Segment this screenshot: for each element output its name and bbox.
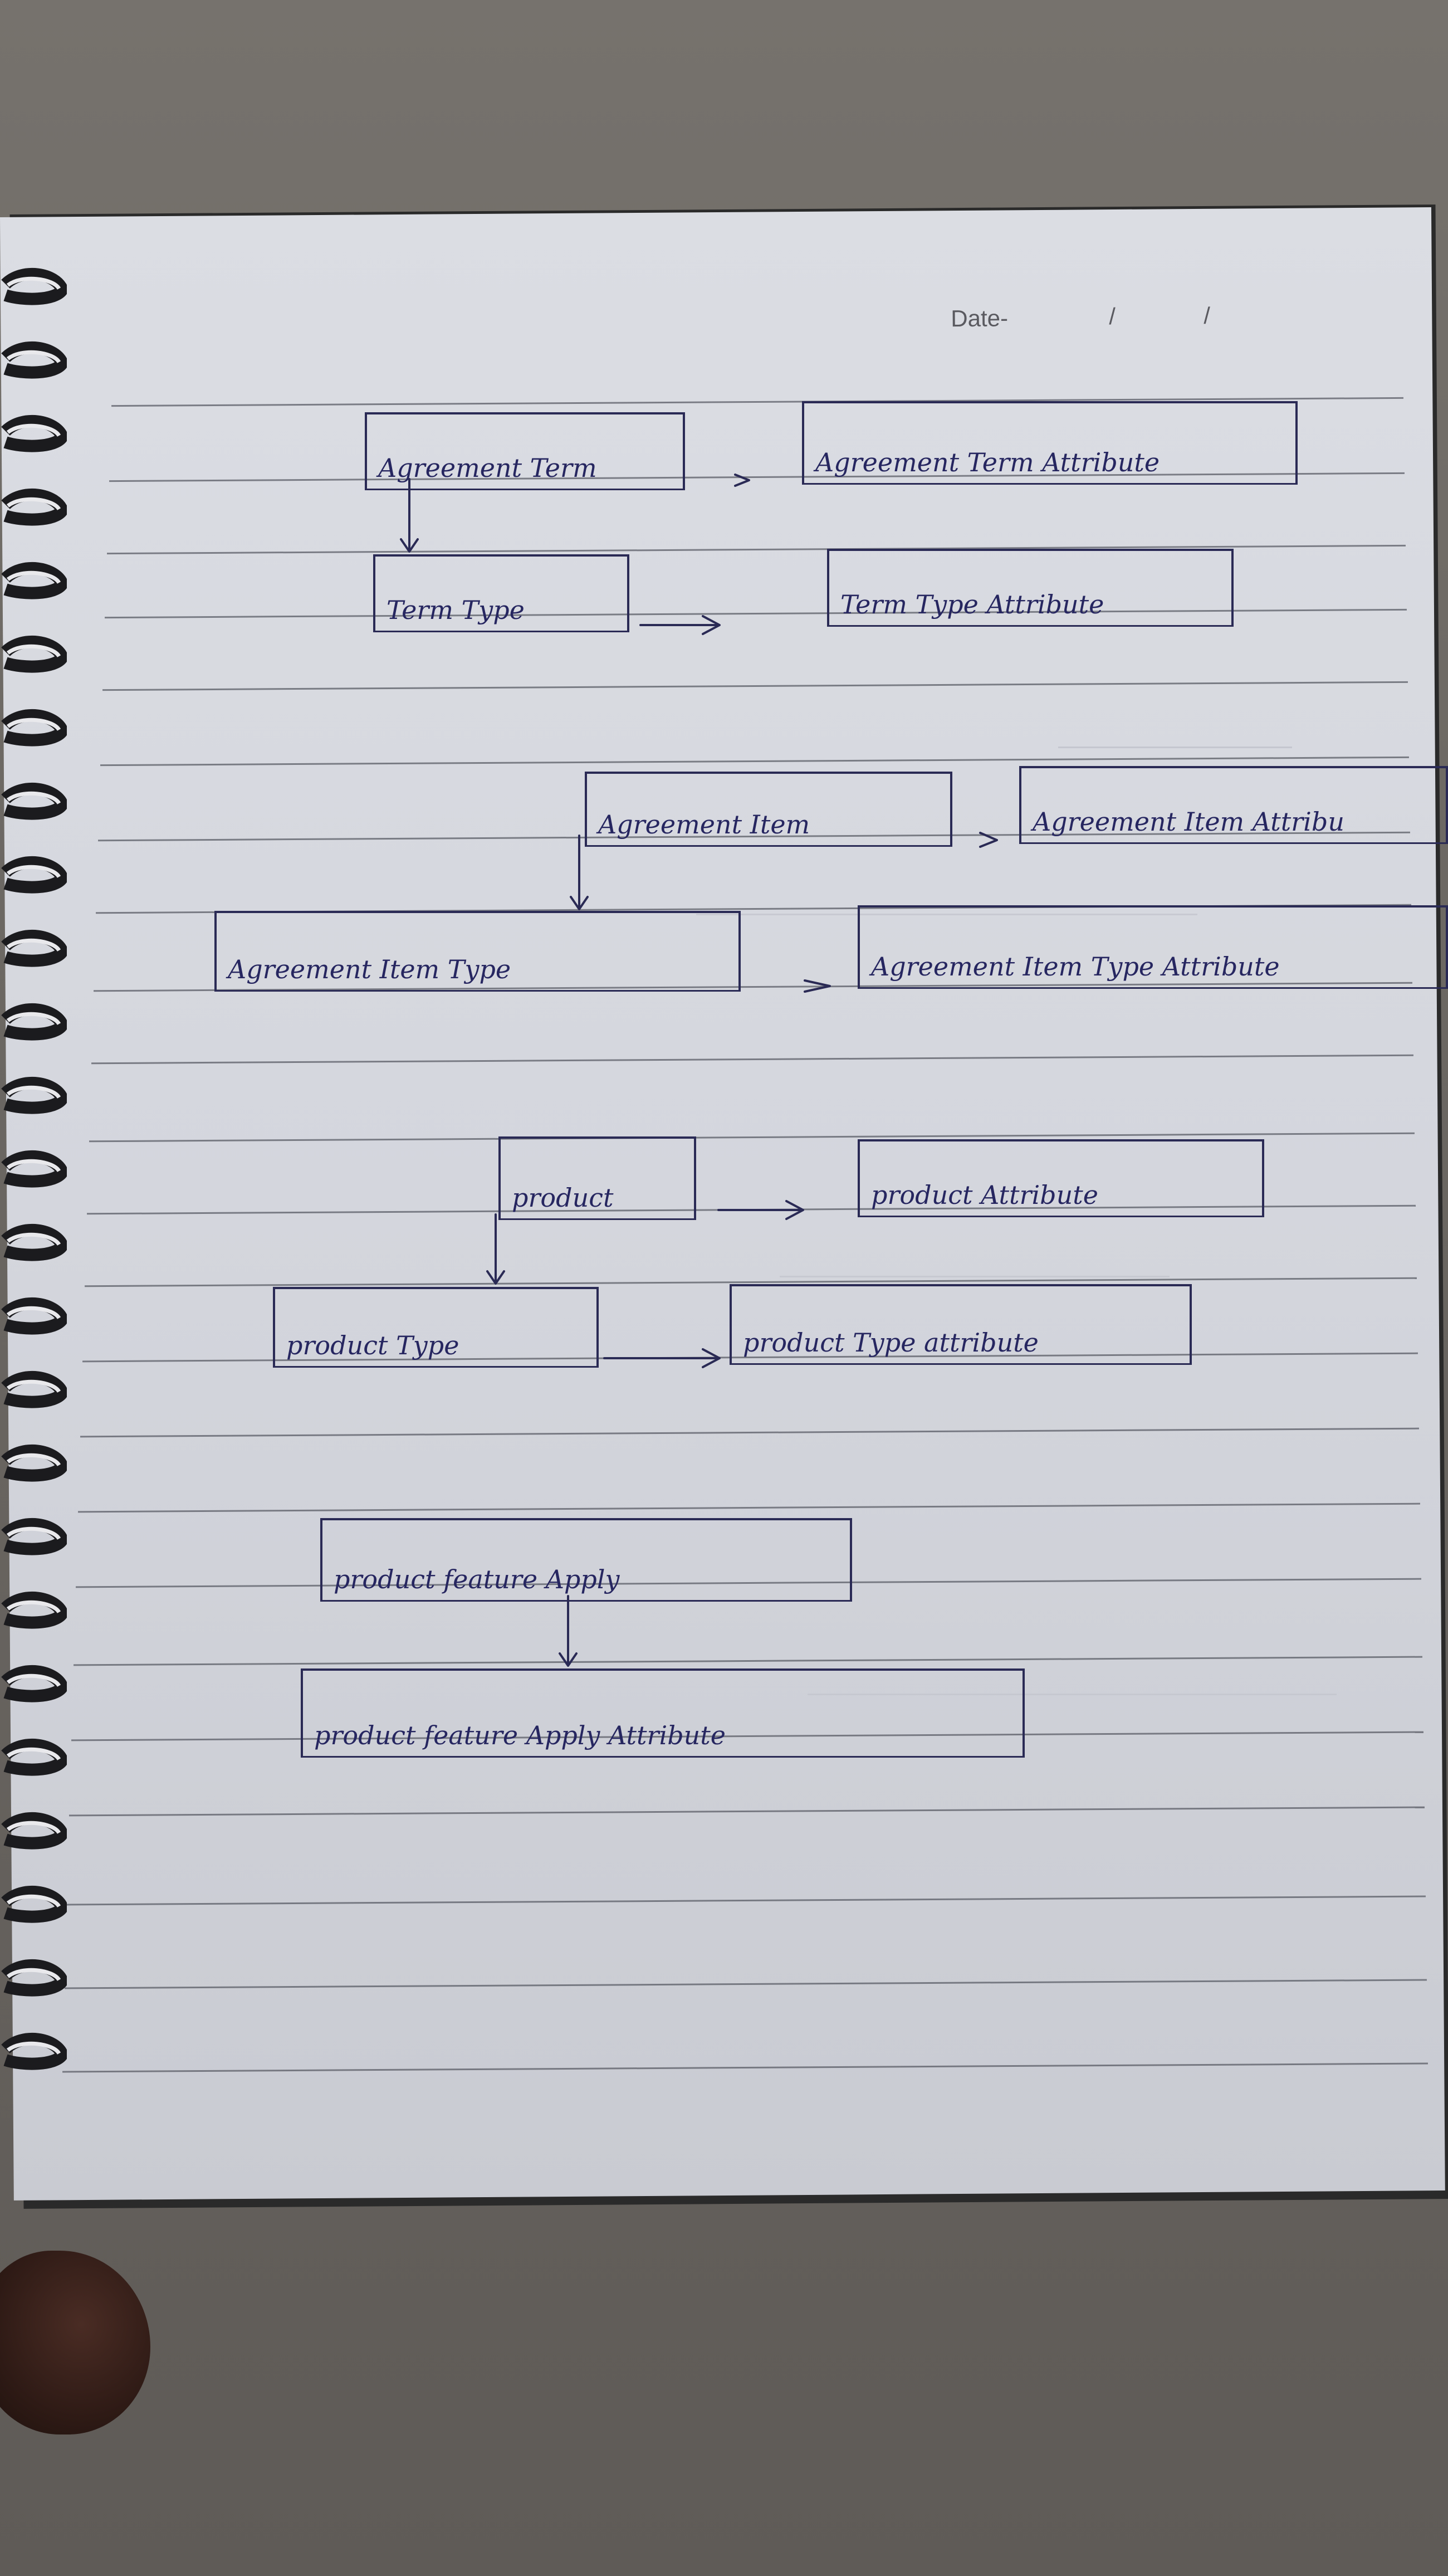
node-label: product Type attribute <box>743 1328 1039 1358</box>
bleed-through-mark <box>1058 724 1292 748</box>
spiral-ring <box>1 267 67 305</box>
node-term-type-attribute: Term Type Attribute <box>827 549 1234 627</box>
node-product-feature-apply: product feature Apply <box>320 1518 852 1602</box>
spiral-binding <box>1 267 67 2070</box>
node-label: Agreement Item Type <box>228 954 511 984</box>
node-agreement-term: Agreement Term <box>365 412 685 490</box>
node-agreement-item-type: Agreement Item Type <box>214 911 741 992</box>
date-separator: / <box>1204 302 1211 329</box>
spiral-ring <box>1 1223 67 1261</box>
spiral-ring <box>1 1370 67 1408</box>
spiral-ring <box>1 1150 67 1188</box>
node-label: Agreement Item Attribu <box>1033 807 1344 837</box>
spiral-ring <box>1 562 67 599</box>
node-product: product <box>498 1136 696 1220</box>
spiral-ring <box>1 856 67 894</box>
node-label: Agreement Item Type Attribute <box>871 952 1280 982</box>
node-label: product Type <box>286 1330 459 1360</box>
spiral-ring <box>1 1591 67 1629</box>
node-label: product feature Apply Attribute <box>314 1720 726 1750</box>
spiral-ring <box>1 341 67 379</box>
node-agreement-item-attribute: Agreement Item Attribu <box>1019 766 1448 844</box>
thumb <box>0 2251 150 2434</box>
node-label: product <box>512 1183 614 1213</box>
node-product-attribute: product Attribute <box>858 1139 1264 1217</box>
spiral-ring <box>1 414 67 452</box>
spiral-ring <box>1 782 67 820</box>
node-term-type: Term Type <box>373 554 629 632</box>
spiral-ring <box>1 1812 67 1850</box>
spiral-ring <box>1 1003 67 1041</box>
node-label: product feature Apply <box>334 1564 620 1594</box>
spiral-ring <box>1 1297 67 1335</box>
spiral-ring <box>1 1518 67 1555</box>
node-label: product Attribute <box>871 1180 1098 1210</box>
bleed-through-mark <box>696 891 1197 915</box>
spiral-ring <box>1 1665 67 1702</box>
node-label: Term Type <box>387 595 525 625</box>
spiral-ring <box>1 1885 67 1923</box>
spiral-ring <box>1 1959 67 1997</box>
spiral-ring <box>1 1738 67 1776</box>
spiral-ring <box>1 709 67 747</box>
node-agreement-term-attribute: Agreement Term Attribute <box>802 401 1298 485</box>
node-product-type: product Type <box>273 1287 599 1368</box>
node-label: Term Type Attribute <box>840 589 1104 619</box>
node-label: Agreement Term <box>378 453 597 483</box>
node-product-feature-apply-attribute: product feature Apply Attribute <box>301 1668 1025 1758</box>
node-product-type-attribute: product Type attribute <box>730 1284 1192 1365</box>
bleed-through-mark <box>780 1253 1170 1277</box>
spiral-ring <box>1 1444 67 1482</box>
node-label: Agreement Term Attribute <box>815 447 1160 477</box>
spiral-ring <box>1 2032 67 2070</box>
node-label: Agreement Item <box>598 809 810 840</box>
date-label: Date- <box>951 305 1009 332</box>
date-separator: / <box>1109 303 1116 330</box>
bleed-through-mark <box>808 1671 1337 1695</box>
spiral-ring <box>1 1076 67 1114</box>
spiral-ring <box>1 488 67 526</box>
node-agreement-item: Agreement Item <box>585 772 952 847</box>
node-agreement-item-type-attribute: Agreement Item Type Attribute <box>858 905 1448 989</box>
spiral-ring <box>1 635 67 673</box>
spiral-ring <box>1 929 67 967</box>
